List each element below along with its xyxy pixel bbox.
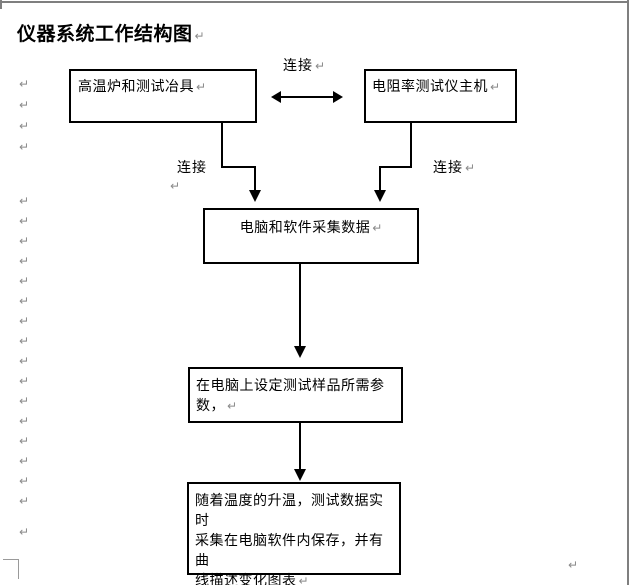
page-border-left-stub: [0, 0, 2, 9]
connector-segment: [221, 166, 256, 168]
paragraph-mark-icon: ↵: [19, 525, 30, 539]
text-boundary-corner-mark: [3, 559, 19, 579]
paragraph-mark-icon: ↵: [19, 314, 30, 328]
connector-segment: [221, 122, 223, 168]
node-label: 电脑和软件采集数据: [239, 219, 371, 235]
paragraph-mark-icon: ↵: [19, 274, 30, 288]
connector-segment: [410, 123, 412, 168]
arrow-head-down: [249, 190, 261, 202]
edge-label-right[interactable]: 连接↵: [433, 157, 475, 177]
paragraph-mark-icon: ↵: [170, 179, 181, 193]
node-label: 高温炉和测试冶具: [78, 78, 194, 94]
node-label: 随着温度的升温，测试数据实时 采集在电脑软件内保存，并有曲 线描述变化图表: [195, 492, 384, 585]
paragraph-mark-icon: ↵: [19, 234, 30, 248]
connector-shaft: [280, 96, 334, 98]
paragraph-mark-icon: ↵: [490, 80, 501, 94]
edge-label-top[interactable]: 连接↵: [283, 55, 325, 75]
paragraph-mark-icon: ↵: [194, 29, 205, 43]
connector-segment: [299, 264, 301, 347]
paragraph-mark-icon: ↵: [465, 161, 476, 175]
flow-node-params[interactable]: 在电脑上设定测试样品所需参 数，↵: [188, 367, 403, 423]
paragraph-mark-icon: ↵: [372, 221, 383, 235]
arrow-head-down: [294, 469, 306, 481]
paragraph-mark-icon: ↵: [19, 77, 30, 91]
connector-segment: [254, 166, 256, 191]
page-border-top: [0, 1, 629, 3]
arrow-head-left: [271, 91, 281, 103]
edge-label-text: 连接: [177, 159, 207, 175]
edge-label-text: 连接: [433, 159, 463, 175]
paragraph-mark-icon: ↵: [19, 334, 30, 348]
paragraph-mark-icon: ↵: [19, 474, 30, 488]
document-title-text: 仪器系统工作结构图: [17, 24, 193, 45]
connector-segment: [379, 166, 412, 168]
paragraph-mark-icon: ↵: [315, 59, 326, 73]
paragraph-mark-icon: ↵: [19, 354, 30, 368]
paragraph-mark-icon: ↵: [568, 558, 579, 572]
document-title[interactable]: 仪器系统工作结构图↵: [17, 19, 205, 46]
paragraph-mark-icon: ↵: [19, 434, 30, 448]
paragraph-mark-icon: ↵: [227, 399, 238, 413]
paragraph-mark-icon: ↵: [19, 394, 30, 408]
arrow-head-down: [374, 190, 386, 202]
flow-node-computer[interactable]: 电脑和软件采集数据↵: [203, 208, 419, 264]
edge-label-text: 连接: [283, 57, 313, 73]
arrow-head-down: [294, 346, 306, 358]
connector-segment: [299, 423, 301, 470]
node-label: 在电脑上设定测试样品所需参 数，: [196, 377, 385, 413]
paragraph-mark-icon: ↵: [19, 414, 30, 428]
paragraph-mark-icon: ↵: [19, 494, 30, 508]
paragraph-mark-icon: ↵: [19, 119, 30, 133]
connector-segment: [379, 166, 381, 191]
paragraph-mark-icon: ↵: [19, 194, 30, 208]
edge-label-left[interactable]: 连接: [177, 157, 207, 177]
paragraph-mark-icon: ↵: [19, 454, 30, 468]
paragraph-mark-icon: ↵: [19, 294, 30, 308]
flow-node-furnace[interactable]: 高温炉和测试冶具↵: [69, 69, 257, 123]
arrow-head-right: [333, 91, 343, 103]
paragraph-mark-icon: ↵: [19, 254, 30, 268]
flow-node-tester[interactable]: 电阻率测试仪主机↵: [364, 69, 517, 123]
flow-node-record[interactable]: 随着温度的升温，测试数据实时 采集在电脑软件内保存，并有曲 线描述变化图表↵: [187, 482, 401, 585]
paragraph-mark-icon: ↵: [196, 80, 207, 94]
page-border-right: [627, 0, 629, 585]
paragraph-mark-icon: ↵: [19, 214, 30, 228]
paragraph-mark-icon: ↵: [298, 574, 309, 585]
paragraph-mark-icon: ↵: [19, 374, 30, 388]
paragraph-mark-icon: ↵: [19, 140, 30, 154]
paragraph-mark-icon: ↵: [19, 98, 30, 112]
node-label: 电阻率测试仪主机: [372, 78, 488, 94]
